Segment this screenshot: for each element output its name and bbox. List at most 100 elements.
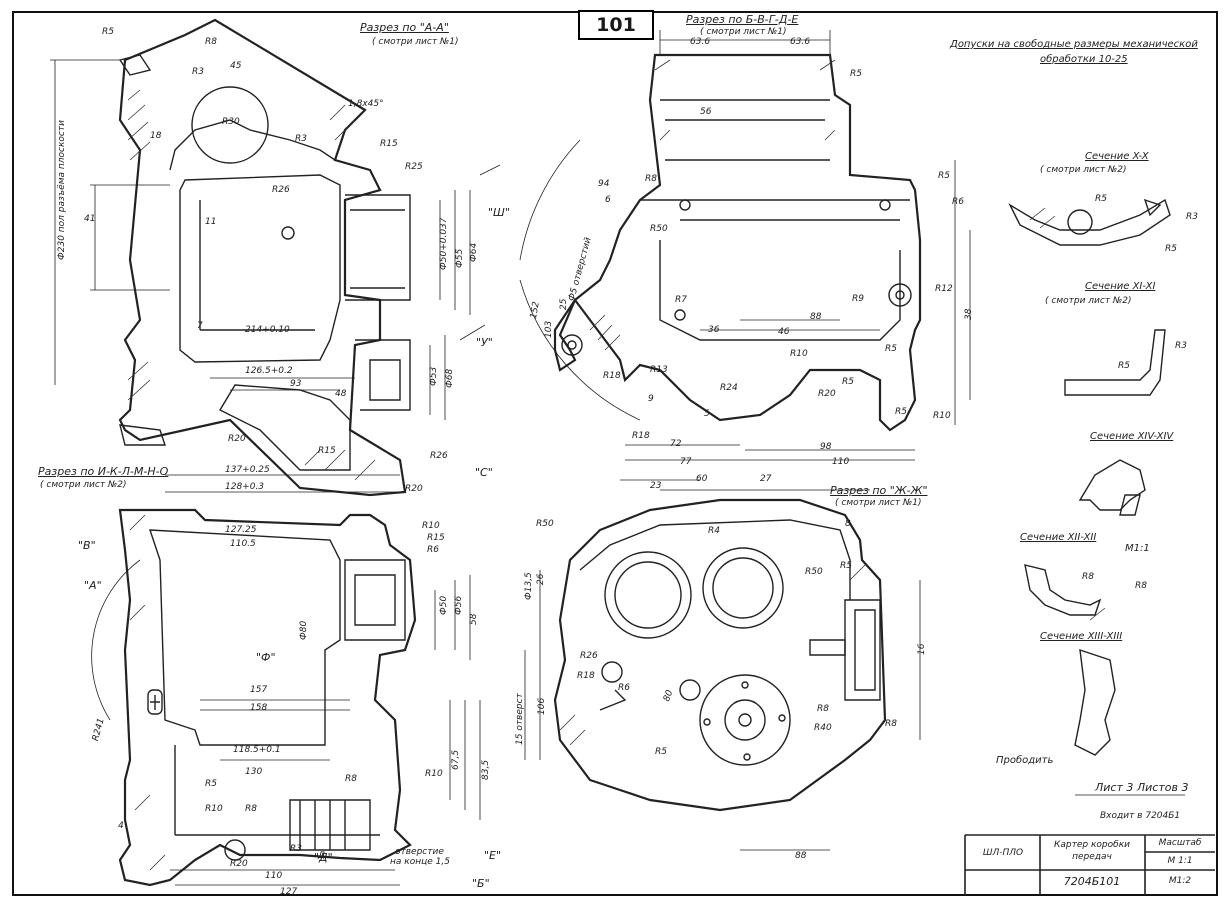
dimension-label: R50 (536, 519, 554, 529)
dimension-label: 110 (265, 871, 283, 881)
dimension-label: R10 (790, 349, 808, 359)
dimension-label: R30 (222, 117, 240, 127)
title-block-name-1: Картер коробки (1054, 840, 1130, 850)
dimension-label: R18 (603, 371, 621, 381)
dimension-label: R15 (427, 533, 445, 543)
title-block-scale-head: Масштаб (1158, 838, 1202, 848)
dimension-label: 46 (778, 327, 790, 337)
callout-label: "У" (476, 336, 493, 349)
dimension-label: 118.5+0.1 (233, 745, 281, 755)
dimension-label: R40 (814, 723, 832, 733)
dimension-label: 88 (795, 851, 807, 861)
dimension-label: R5 (1118, 361, 1130, 371)
tolerance-note-line-2: обработки 10-25 (1040, 54, 1128, 65)
section-note-a-a: ( смотри лист №1) (372, 37, 459, 47)
side-section-title: Сечение XII-XII (1020, 532, 1097, 543)
dimension-label: R8 (205, 37, 217, 47)
title-block-mark: М1:2 (1168, 876, 1192, 886)
callout-label: "Ш" (488, 206, 510, 219)
dimension-label: R15 (318, 446, 336, 456)
dimension-label: Ф53 (429, 366, 439, 386)
dimension-label: 137+0.25 (225, 465, 270, 475)
dimension-label: 93 (290, 379, 302, 389)
side-section-note: ( смотри лист №2) (1045, 296, 1132, 306)
dimension-label: R8 (645, 174, 657, 184)
dimension-label: 77 (680, 457, 692, 467)
dimension-label: R5 (205, 779, 217, 789)
section-title-i-k: Разрез по И-К-Л-М-Н-О (38, 465, 169, 478)
callout-label: "С" (475, 466, 493, 479)
dimension-label: 60 (696, 474, 708, 484)
dimension-label: R3 (1175, 341, 1187, 351)
dimension-label: Ф55 (455, 248, 465, 268)
dimension-label: R18 (632, 431, 650, 441)
diameter-note: 15 отверст (515, 693, 525, 745)
dimension-label: 98 (820, 442, 832, 452)
dimension-label: 5 (704, 409, 710, 419)
callout-label: "Д" (314, 851, 333, 864)
dimension-label: Ф64 (469, 242, 479, 262)
dimension-label: 110.5 (230, 539, 256, 549)
opening-note-1: отверстие (395, 847, 444, 857)
dimension-label: R5 (1165, 244, 1177, 254)
dimension-label: Ф50+0.037 (439, 217, 449, 270)
dimension-label: R50 (805, 567, 823, 577)
dimension-label: Ф80 (299, 620, 309, 640)
side-section-title: Сечение XIV-XIV (1090, 431, 1174, 442)
dimension-label: R8 (245, 804, 257, 814)
dimension-label: R13 (650, 365, 668, 375)
dimension-label: 36 (708, 325, 720, 335)
dimension-label: R10 (205, 804, 223, 814)
dimension-label: R10 (425, 769, 443, 779)
dimension-label: R24 (720, 383, 738, 393)
dimension-label: R7 (675, 295, 687, 305)
dimension-label: Ф13,5 (524, 572, 534, 600)
dimension-label: R6 (427, 545, 439, 555)
callout-label: "Е" (484, 849, 502, 862)
dimension-label: R10 (933, 411, 951, 421)
dimension-label: R20 (818, 389, 836, 399)
dimension-label: R5 (842, 377, 854, 387)
side-section-note: ( смотри лист №2) (1040, 165, 1127, 175)
dimension-label: 126.5+0.2 (245, 366, 293, 376)
title-block-code: ШЛ-ПЛО (982, 848, 1024, 858)
dimension-label: 127.25 (225, 525, 257, 535)
dimension-label: Ф68 (445, 368, 455, 388)
dimension-label: 48 (335, 389, 347, 399)
dimension-label: 88 (810, 312, 822, 322)
dimension-label: 157 (250, 685, 268, 695)
callout-label: "Б" (472, 877, 490, 890)
dimension-label: R5 (850, 69, 862, 79)
dimension-label: R20 (405, 484, 423, 494)
dimension-label: 16 (917, 643, 927, 655)
sheet-reference: Лист 3 Листов 3 (1095, 781, 1189, 794)
dimension-label: 9 (648, 394, 654, 404)
dimension-label: 72 (670, 439, 682, 449)
dimension-label: 130 (245, 767, 263, 777)
dimension-label: R20 (230, 859, 248, 869)
title-block-name-2: передач (1072, 852, 1112, 862)
dimension-label: R5 (895, 407, 907, 417)
dimension-label: 128+0.3 (225, 482, 265, 492)
section-note-zh-zh: ( смотри лист №1) (835, 498, 922, 508)
dimension-label: R15 (380, 139, 398, 149)
dimension-label: R4 (708, 526, 720, 536)
dimension-label: R8 (1082, 572, 1094, 582)
dimension-label: R10 (422, 521, 440, 531)
section-hatching (127, 59, 1106, 871)
dimension-label: 56 (700, 107, 712, 117)
dimension-label: 127 (280, 887, 298, 897)
dimension-label: 8 (845, 519, 851, 529)
chamfer-note: 1,8х45° (348, 99, 384, 109)
section-title-zh-zh: Разрез по "Ж-Ж" (830, 484, 928, 497)
scale-label: М1:1 (1125, 543, 1150, 554)
dimension-label: R3 (295, 134, 307, 144)
dimension-label: 27 (760, 474, 772, 484)
dimension-label: R18 (577, 671, 595, 681)
part-outlines (50, 18, 1215, 895)
dimension-label: 214+0.10 (245, 325, 290, 335)
callout-label: "А" (84, 579, 102, 592)
dimension-label: R26 (272, 185, 290, 195)
dimension-label: R5 (885, 344, 897, 354)
section-note-i-k: ( смотри лист №2) (40, 480, 127, 490)
